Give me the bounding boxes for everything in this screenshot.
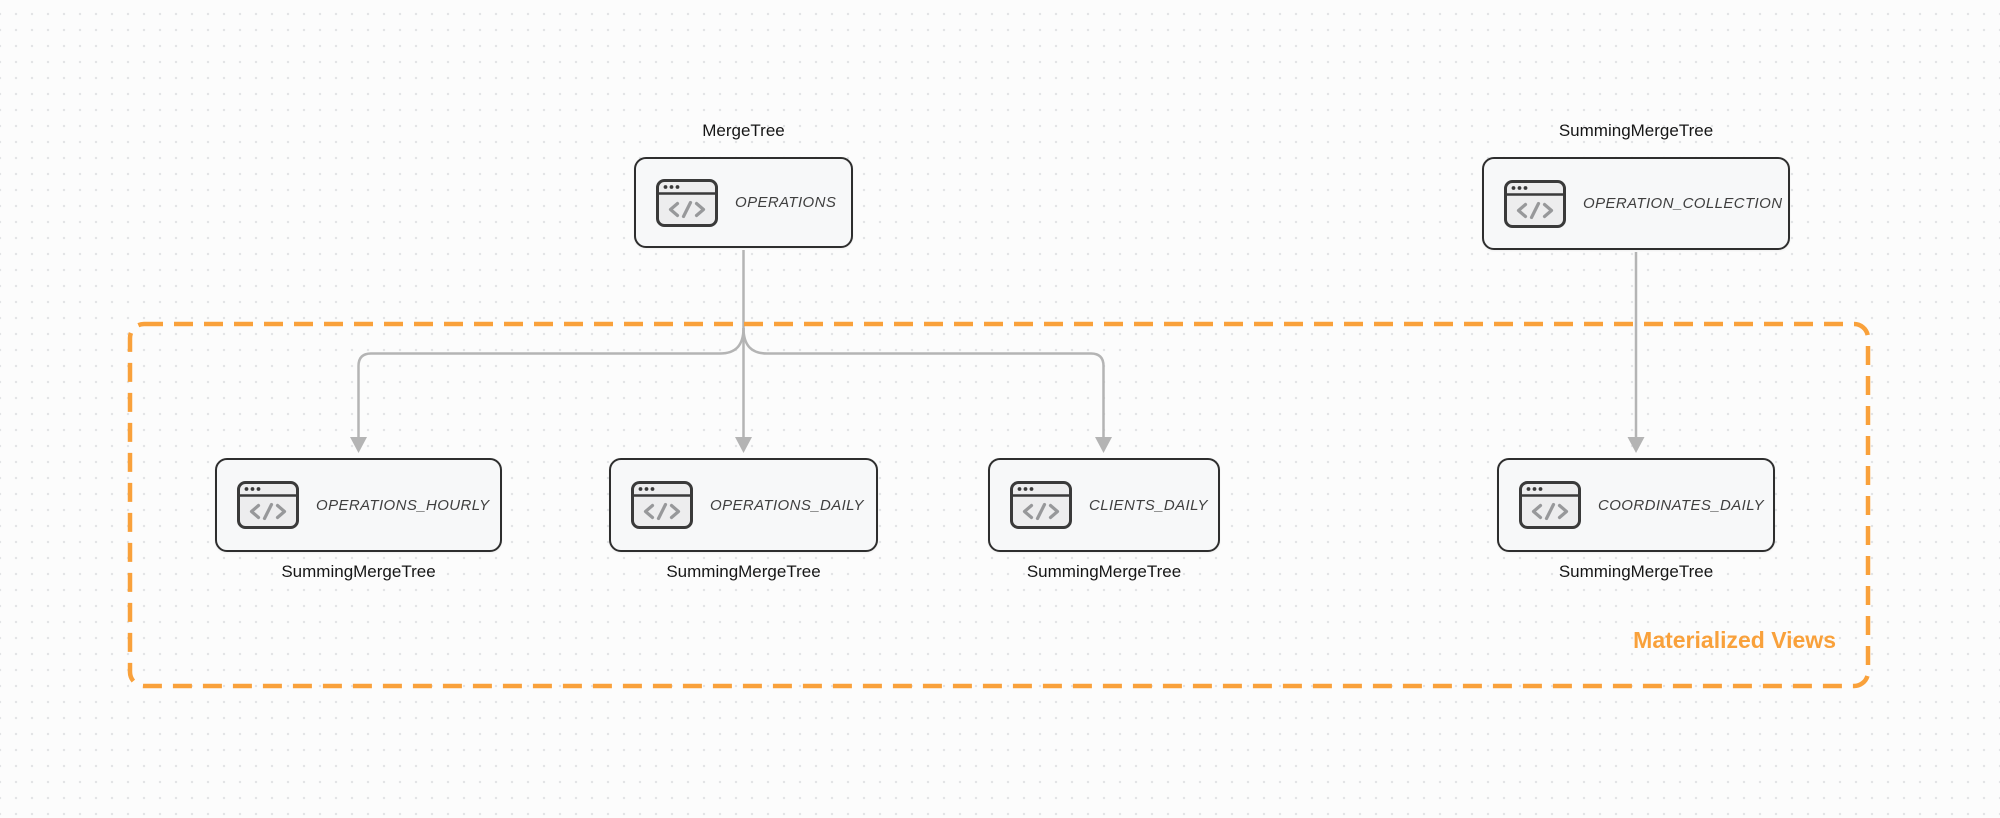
- table-name: OPERATION_COLLECTION: [1583, 195, 1783, 212]
- code-window-icon: [631, 481, 693, 529]
- code-window-icon: [1519, 481, 1581, 529]
- arrowhead-icon: [1627, 437, 1645, 453]
- engine-label-coordinates-daily: SummingMergeTree: [1558, 562, 1714, 581]
- materialized-views-group-frame[interactable]: [127, 321, 1871, 689]
- code-window-icon: [1010, 481, 1072, 529]
- code-window-icon: [656, 178, 718, 227]
- arrowhead-icon: [350, 437, 367, 453]
- node-operations-daily[interactable]: OPERATIONS_DAILY: [609, 458, 878, 552]
- edge-operations-to-clients-daily[interactable]: [742, 327, 1105, 438]
- table-name: OPERATIONS: [735, 194, 837, 211]
- engine-label-operations-daily: SummingMergeTree: [666, 562, 821, 581]
- table-name: COORDINATES_DAILY: [1598, 496, 1765, 514]
- engine-label-clients-daily: SummingMergeTree: [1026, 562, 1182, 581]
- node-operations-hourly[interactable]: OPERATIONS_HOURLY: [215, 458, 502, 552]
- engine-label-operation-collection: SummingMergeTree: [1558, 121, 1714, 140]
- arrowhead-icon: [735, 437, 752, 453]
- code-window-icon: [237, 481, 299, 529]
- node-coordinates-daily[interactable]: COORDINATES_DAILY: [1497, 458, 1775, 552]
- table-name: OPERATIONS_DAILY: [710, 496, 864, 514]
- materialized-views-label: Materialized Views: [1633, 627, 1836, 653]
- arrowhead-icon: [1095, 437, 1112, 453]
- engine-label-operations: MergeTree: [702, 121, 785, 140]
- engine-label-operations-hourly: SummingMergeTree: [281, 562, 436, 581]
- node-operations[interactable]: OPERATIONS: [634, 157, 853, 248]
- node-clients-daily[interactable]: CLIENTS_DAILY: [988, 458, 1220, 552]
- table-name: OPERATIONS_HOURLY: [316, 496, 490, 514]
- code-window-icon: [1504, 179, 1566, 228]
- node-operation-collection[interactable]: OPERATION_COLLECTION: [1482, 157, 1790, 250]
- edge-operations-to-operations-hourly[interactable]: [357, 327, 745, 438]
- table-name: CLIENTS_DAILY: [1089, 496, 1208, 514]
